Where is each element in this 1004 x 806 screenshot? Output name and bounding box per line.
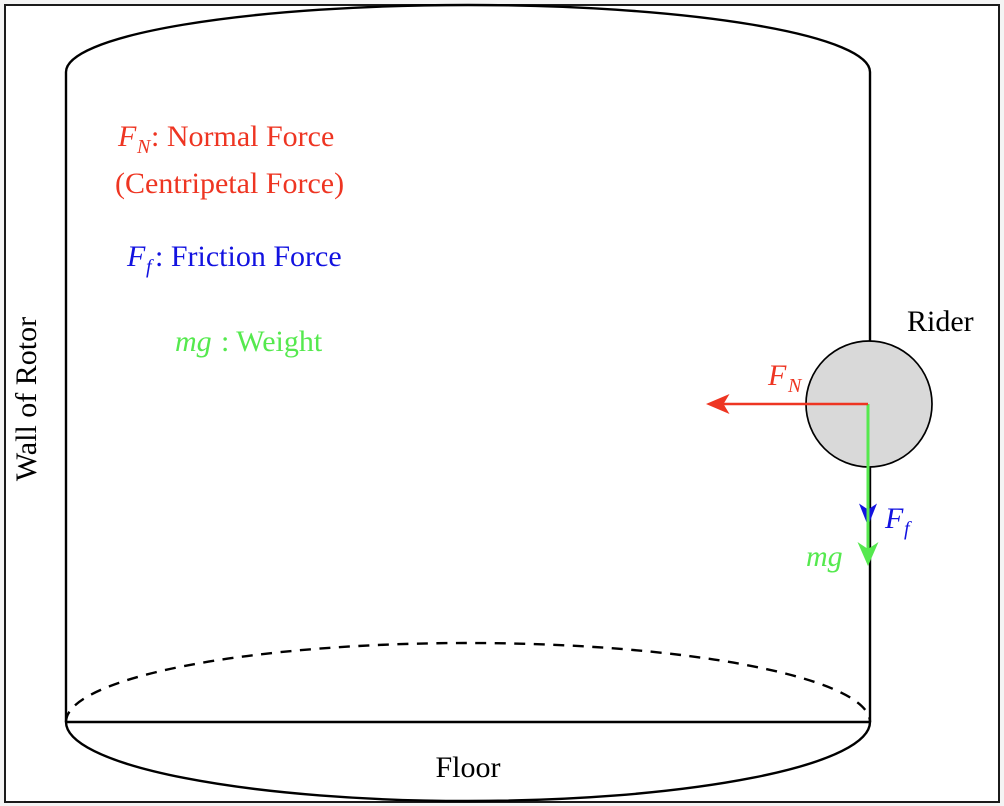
legend-normal-symbol: F bbox=[117, 120, 137, 153]
wall-of-rotor-label: Wall of Rotor bbox=[10, 317, 43, 481]
floor-label: Floor bbox=[435, 751, 500, 784]
normal-force-arrow bbox=[706, 394, 868, 414]
legend-friction-subscript: f bbox=[146, 256, 154, 278]
legend-normal-label: : Normal Force bbox=[151, 120, 334, 153]
normal-force-arrow-sublabel: N bbox=[787, 375, 803, 397]
legend-friction-symbol: F bbox=[126, 240, 146, 273]
legend-normal-subscript: N bbox=[136, 136, 152, 158]
legend-weight-label: : Weight bbox=[221, 325, 323, 358]
cylinder-wall-outline bbox=[64, 3, 872, 722]
weight-arrow bbox=[857, 404, 879, 566]
friction-force-arrow-label: F bbox=[884, 502, 904, 535]
normal-force-arrow-label: F bbox=[767, 359, 787, 392]
cylinder-bottom-back-dashed-arc bbox=[64, 641, 872, 723]
legend-normal-note: (Centripetal Force) bbox=[115, 167, 344, 200]
legend-weight-symbol: mg bbox=[175, 325, 212, 358]
cylinder-bottom-front-arc bbox=[64, 721, 872, 803]
legend: F N : Normal Force (Centripetal Force) F… bbox=[115, 120, 344, 358]
rider-label: Rider bbox=[907, 305, 974, 338]
weight-arrow-label: mg bbox=[806, 540, 843, 573]
legend-friction-label: : Friction Force bbox=[155, 240, 342, 273]
friction-force-arrow-sublabel: f bbox=[904, 518, 912, 540]
